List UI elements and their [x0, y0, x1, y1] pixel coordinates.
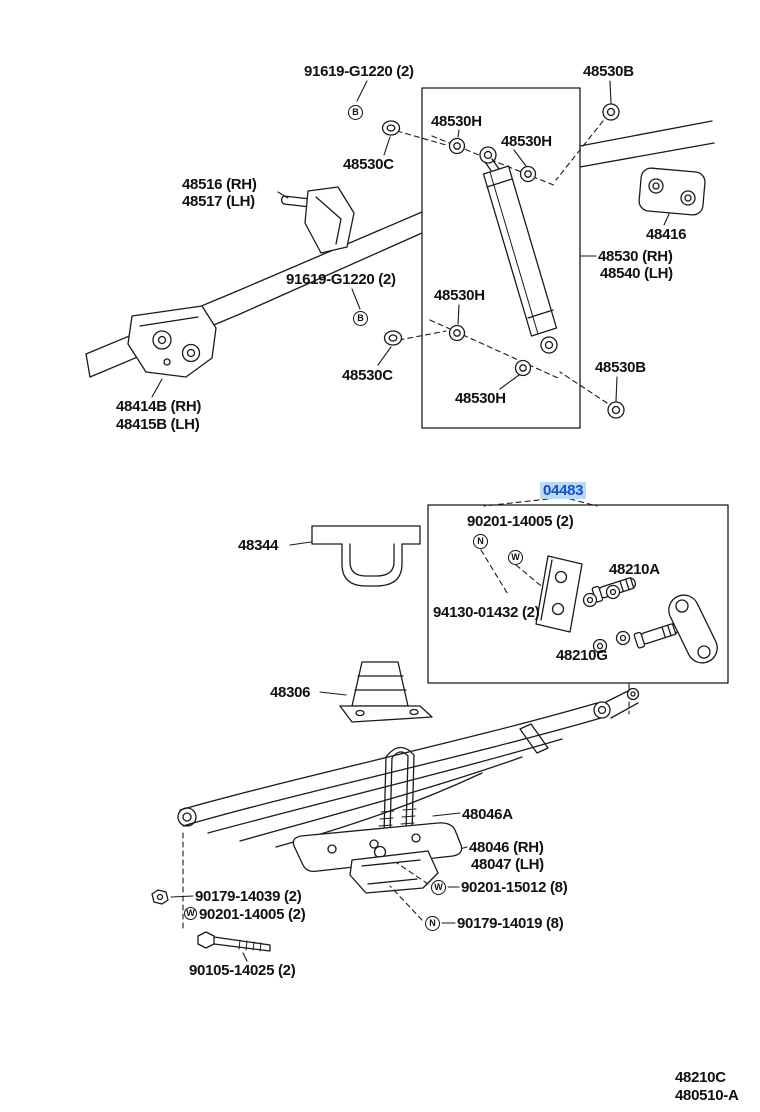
- part-label-91619-g1220-lower: 91619-G1220 (2): [286, 271, 396, 288]
- part-label-48416: 48416: [646, 226, 687, 243]
- nut-90179-icon: [151, 889, 169, 905]
- part-label-48530c-lower: 48530C: [342, 367, 393, 384]
- part-label-48530b-lower: 48530B: [595, 359, 646, 376]
- part-label-48530h-3: 48530H: [434, 287, 485, 304]
- part-label-48046a: 48046A: [462, 806, 513, 823]
- part-label-48516-rh: 48516 (RH): [182, 176, 257, 193]
- part-label-94130-01432: 94130-01432 (2): [433, 604, 540, 621]
- u-bolt-48046a: [378, 746, 417, 835]
- bracket-48344: [311, 525, 421, 587]
- shackle-plate-48210: [668, 594, 718, 664]
- part-label-48530b-upper: 48530B: [583, 63, 634, 80]
- part-label-48540-lh: 48540 (LH): [600, 265, 673, 282]
- part-label-48517-lh: 48517 (LH): [182, 193, 255, 210]
- symbol-washer-w-seat: W: [431, 880, 446, 895]
- part-label-48210g: 48210G: [556, 647, 608, 664]
- part-label-48530h-4: 48530H: [455, 390, 506, 407]
- part-label-04483: 04483: [540, 482, 587, 499]
- washers-48530c: [381, 120, 403, 346]
- bushings-48530h: [448, 137, 537, 377]
- part-label-48414b-rh: 48414B (RH): [116, 398, 202, 415]
- part-label-90105-14025: 90105-14025 (2): [189, 962, 296, 979]
- assembly-dashed-lines-bottom: [182, 832, 429, 931]
- plate-94130: [535, 555, 583, 633]
- symbol-nut-n-box: N: [473, 534, 488, 549]
- assembly-dashed-lines-middle: [480, 498, 630, 715]
- part-label-48306: 48306: [270, 684, 311, 701]
- part-label-90201-14005-left: 90201-14005 (2): [199, 906, 306, 923]
- part-label-48530h-2: 48530H: [501, 133, 552, 150]
- part-label-90179-14019: 90179-14019 (8): [457, 915, 564, 932]
- part-label-90201-15012: 90201-15012 (8): [461, 879, 568, 896]
- part-label-48530h-1: 48530H: [431, 113, 482, 130]
- bracket-48414b: [127, 305, 217, 398]
- part-label-48530-rh: 48530 (RH): [598, 248, 673, 265]
- figure-code-480510a: 480510-A: [675, 1087, 739, 1104]
- bolt-90105: [197, 931, 271, 952]
- inset-box-shock: [421, 87, 581, 429]
- symbol-bolt-b-lower: B: [353, 311, 368, 326]
- part-label-48210a: 48210A: [609, 561, 660, 578]
- part-label-90201-14005-box: 90201-14005 (2): [467, 513, 574, 530]
- figure-code-48210c: 48210C: [675, 1069, 726, 1086]
- part-label-48344: 48344: [238, 537, 279, 554]
- grommets-48530b: [602, 103, 625, 419]
- bump-stop-48306: [339, 661, 433, 723]
- spring-seat-48046: [292, 822, 463, 894]
- part-label-90179-14039: 90179-14039 (2): [195, 888, 302, 905]
- part-label-48046-rh: 48046 (RH): [469, 839, 544, 856]
- part-label-48530c-upper: 48530C: [343, 156, 394, 173]
- bushings-48210g: [582, 584, 631, 654]
- part-label-48047-lh: 48047 (LH): [471, 856, 544, 873]
- bracket-48516: [277, 186, 355, 254]
- shock-absorber-48530: [479, 146, 558, 354]
- symbol-nut-n-seat: N: [425, 916, 440, 931]
- symbol-washer-w-box: W: [508, 550, 523, 565]
- symbol-washer-w-left: W: [184, 907, 197, 920]
- part-label-91619-g1220-upper: 91619-G1220 (2): [304, 63, 414, 80]
- symbol-bolt-b-upper: B: [348, 105, 363, 120]
- bracket-48416: [638, 167, 706, 226]
- part-label-48415b-lh: 48415B (LH): [116, 416, 200, 433]
